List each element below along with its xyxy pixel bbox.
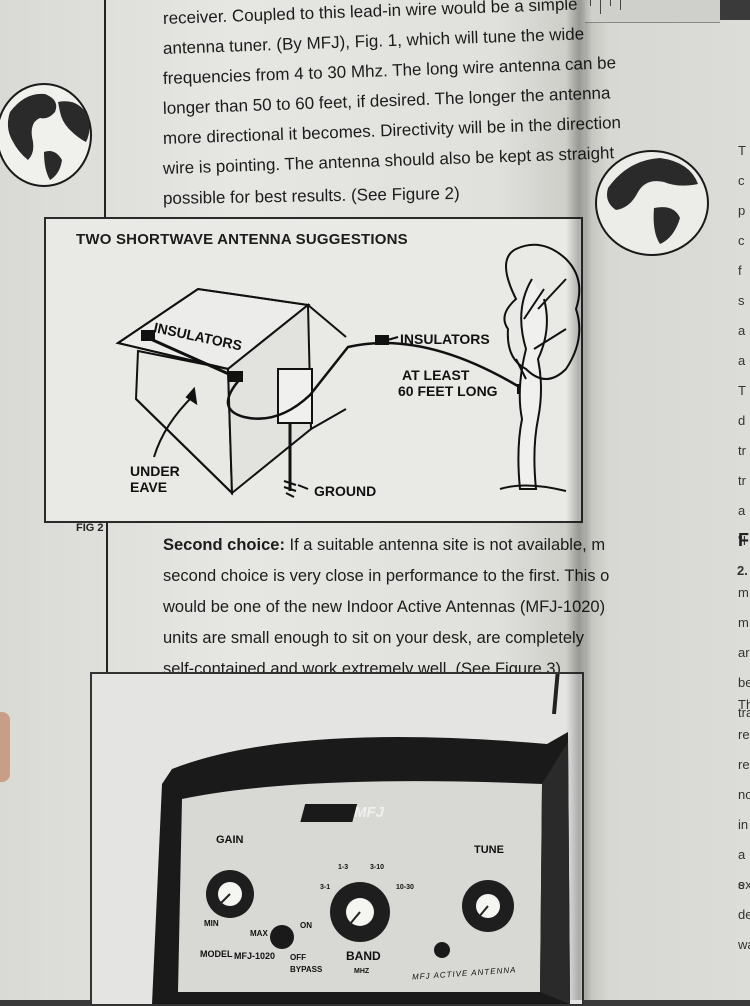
text-fragment: a [738, 323, 746, 338]
figure-2-illustration: TWO SHORTWAVE ANTENNA SUGGESTIONS [44, 217, 583, 523]
text-fragment: tra [738, 705, 750, 720]
top-paragraph: receiver. Coupled to this lead-in wire w… [162, 0, 622, 214]
insulators-label-right: INSULATORS [400, 331, 490, 347]
distance-label-line2: 60 FEET LONG [398, 383, 498, 399]
band-unit: MHZ [354, 968, 370, 975]
text-fragment: c [738, 233, 745, 248]
book-spine-shadow [566, 0, 592, 1000]
text-fragment: ar [738, 645, 750, 660]
text-fragment: be [738, 675, 750, 690]
max-label: MAX [250, 929, 268, 938]
band-range-3-1: 3-1 [320, 884, 331, 891]
right-page-text-mid: 2. [737, 556, 748, 586]
text-fragment: p [738, 203, 746, 218]
device-logo: MFJ [354, 804, 384, 821]
margin-rule [104, 0, 106, 217]
band-range-3-10: 3-10 [370, 864, 385, 871]
on-label: ON [300, 921, 312, 930]
figure-3-device-photo: MFJ GAIN MIN MAX ON OFF BYPASS MODEL MFJ… [90, 672, 584, 1006]
text-fragment: a [738, 503, 746, 518]
band-range-10-30: 10-30 [396, 884, 414, 891]
house-antenna-drawing [115, 243, 581, 498]
text-fragment: d [738, 413, 746, 428]
text-fragment: tr [738, 443, 746, 458]
text-fragment: de [738, 907, 750, 922]
finger [0, 712, 10, 782]
left-page: receiver. Coupled to this lead-in wire w… [0, 0, 621, 1006]
bypass-label: BYPASS [290, 965, 323, 974]
tune-label: TUNE [474, 844, 504, 856]
text-fragment: m [738, 615, 749, 630]
min-label: MIN [204, 919, 219, 928]
text-fragment: If a suitable antenna site is not availa… [284, 536, 606, 554]
text-line: second choice is very close in performan… [163, 567, 610, 585]
right-page-text-mid2: m m ar be tra [738, 578, 750, 728]
text-fragment: wa [738, 937, 750, 952]
gain-label: GAIN [216, 834, 244, 846]
text-fragment: T [738, 383, 746, 398]
text-fragment: m [738, 585, 749, 600]
text-line: Second choice: If a suitable antenna sit… [163, 530, 609, 561]
text-line: would be one of the new Indoor Active An… [163, 598, 606, 616]
text-line: possible for best results. (See Figure 2… [162, 183, 460, 208]
right-page-text-bottom: Th re re no in a s ex de wa [738, 690, 750, 960]
globe-icon [0, 83, 92, 187]
text-fragment: 2. [737, 563, 748, 578]
text-fragment: Th [738, 697, 750, 712]
text-fragment: a s [738, 847, 746, 892]
ground-label: GROUND [314, 483, 377, 499]
band-label: BAND [346, 949, 381, 963]
text-fragment: s [738, 293, 745, 308]
margin-rule-lower [106, 519, 108, 672]
text-fragment: in [738, 817, 749, 832]
under-eave-label-line2: EAVE [130, 479, 168, 495]
model-value: MFJ-1020 [234, 951, 276, 961]
second-paragraph: Second choice: If a suitable antenna sit… [163, 530, 609, 685]
off-label: OFF [290, 953, 306, 962]
under-eave-label-line1: UNDER [130, 463, 180, 479]
text-fragment: c [738, 173, 745, 188]
text-fragment: re [738, 727, 750, 742]
text-fragment: re [738, 757, 750, 772]
lead-phrase: Second choice: [163, 536, 285, 554]
text-fragment: a [738, 353, 746, 368]
distance-label-line1: AT LEAST [402, 367, 470, 383]
text-fragment: f [738, 263, 742, 278]
text-fragment: T [738, 143, 746, 158]
text-fragment: ex [738, 877, 750, 892]
mfj-active-antenna-device [152, 674, 570, 1004]
text-fragment: no [738, 787, 750, 802]
model-label: MODEL [200, 949, 233, 959]
text-fragment: tr [738, 473, 746, 488]
right-page-heading: F [738, 530, 749, 550]
text-fragment: "I [738, 533, 747, 548]
globe-icon-right [595, 150, 709, 256]
text-line: units are small enough to sit on your de… [163, 629, 584, 647]
right-page-text-top: T c p c f s a a T d tr tr a "I [738, 136, 746, 556]
figure-number: FIG 2 [76, 522, 104, 534]
figure-title: TWO SHORTWAVE ANTENNA SUGGESTIONS [76, 231, 408, 248]
band-range-1-3: 1-3 [338, 864, 349, 871]
